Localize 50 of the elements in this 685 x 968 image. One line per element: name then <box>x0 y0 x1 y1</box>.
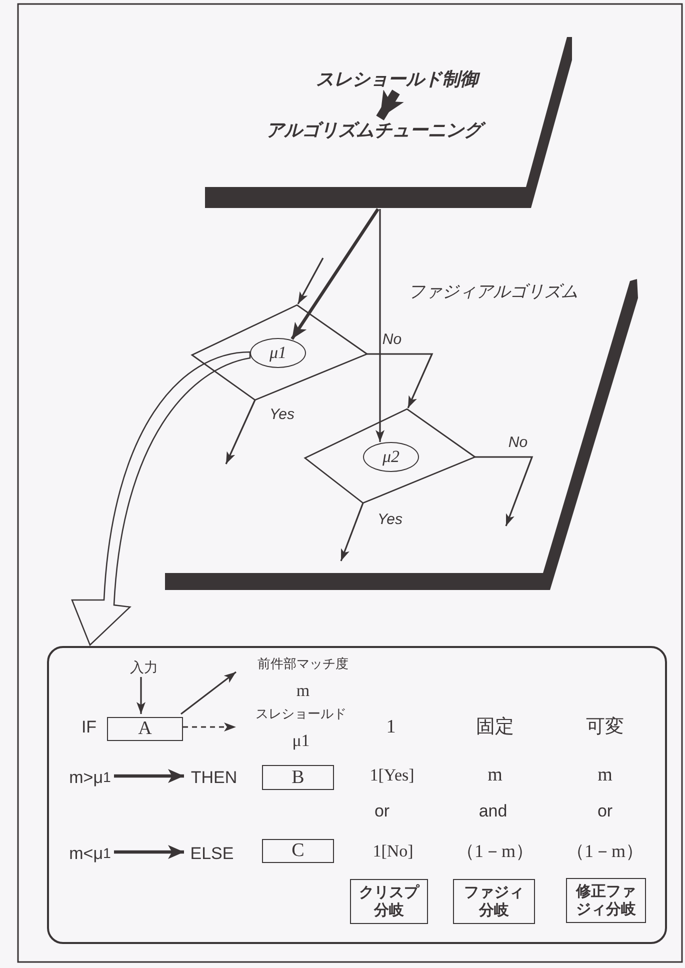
condition-ellipse: μ1 <box>250 338 306 368</box>
caption-text: 前件部マッチ度 <box>256 658 350 672</box>
arrow <box>114 769 184 783</box>
condition-box: B <box>262 765 334 790</box>
rule-panel <box>47 646 667 944</box>
arrow <box>297 258 324 304</box>
table-text: or <box>374 802 390 822</box>
rule-keyword: ELSE <box>187 843 237 865</box>
arrow <box>225 400 256 464</box>
table-text: IF <box>81 718 97 738</box>
table-text: or <box>597 802 613 822</box>
arrow <box>136 677 146 714</box>
category-box: 修正ファジィ分岐 <box>566 878 646 923</box>
table-text: 1[No] <box>372 842 414 862</box>
stage-label: スレショールド制御 <box>292 68 502 92</box>
plane-outline <box>165 279 639 591</box>
table-text: m <box>488 766 502 786</box>
table-text: 固定 <box>476 716 514 738</box>
symbol-text: μ1 <box>291 732 311 751</box>
arrow <box>475 456 534 526</box>
condition-ellipse: μ2 <box>363 442 419 472</box>
table-text: and <box>478 802 508 822</box>
arrow <box>183 722 236 732</box>
table-text: m <box>598 766 612 786</box>
condition-box: A <box>107 717 183 741</box>
category-box: クリスプ分岐 <box>350 879 428 924</box>
table-text: 1[Yes] <box>370 766 414 786</box>
arrow <box>340 502 364 562</box>
decision-diamond <box>192 305 368 401</box>
arrow <box>376 209 384 442</box>
stage-label: アルゴリズムチューニング <box>238 118 510 144</box>
table-text: （1－m） <box>566 842 644 862</box>
arrow <box>376 90 404 120</box>
arrow <box>180 671 236 715</box>
arrow <box>290 208 380 340</box>
arrow <box>367 353 434 408</box>
table-text: （1－m） <box>456 842 534 862</box>
symbol-text: m <box>295 682 311 701</box>
input-label: 入力 <box>124 658 164 678</box>
rule-keyword: THEN <box>187 767 241 789</box>
plane-label: ファジィアルゴリズム <box>408 283 578 302</box>
table-text: 可変 <box>586 716 624 738</box>
condition-box: C <box>262 839 334 863</box>
decision-diamond <box>305 409 476 504</box>
table-text: 1 <box>386 718 396 738</box>
caption-text: スレショールド <box>254 708 348 722</box>
plane-outline <box>205 37 573 209</box>
arrow <box>114 845 184 859</box>
arrow <box>71 351 251 646</box>
category-box: ファジィ分岐 <box>453 879 535 924</box>
